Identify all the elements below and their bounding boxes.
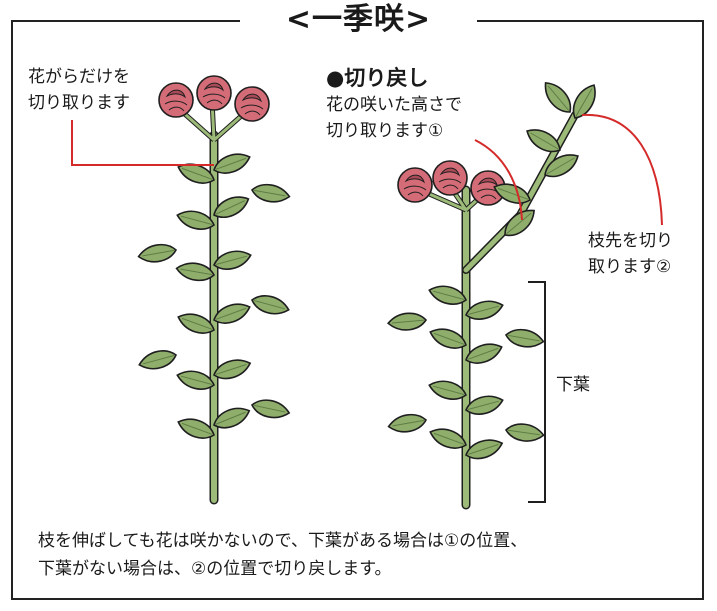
- section-heading: ●切り戻し: [326, 66, 429, 90]
- left-note-line2: 切り取ります: [28, 93, 130, 113]
- cut-point-2-line2: 取ります②: [588, 257, 672, 277]
- lower-leaves-label: 下葉: [556, 375, 590, 395]
- caption-line2: 下葉がない場合は、②の位置で切り戻します。: [38, 559, 392, 579]
- cut-point-2-note: 枝先を切り 取ります②: [588, 228, 673, 280]
- caption-line1: 枝を伸ばしても花は咲かないので、下葉がある場合は①の位置、: [38, 531, 528, 551]
- cut-point-1-line2: 切り取ります①: [326, 121, 444, 141]
- left-note-line1: 花がらだけを: [28, 67, 130, 87]
- left-callout-line: [71, 120, 214, 166]
- cut-point-1-line1: 花の咲いた高さで: [326, 95, 462, 115]
- cut-point-1-callout: [474, 139, 523, 221]
- right-flowers: [397, 160, 506, 206]
- cut-point-2-line1: 枝先を切り: [588, 231, 673, 251]
- right-rose-plant: [386, 76, 602, 510]
- left-note: 花がらだけを 切り取ります: [28, 64, 130, 116]
- cut-point-1-note: 花の咲いた高さで 切り取ります①: [326, 92, 462, 144]
- left-rose-plant: [136, 75, 292, 505]
- explanation-caption: 枝を伸ばしても花は咲かないので、下葉がある場合は①の位置、 下葉がない場合は、②…: [38, 527, 527, 583]
- diagram-title: <一季咲>: [240, 0, 477, 40]
- cut-point-2-callout: [581, 113, 663, 226]
- lower-leaves-bracket: [528, 281, 546, 503]
